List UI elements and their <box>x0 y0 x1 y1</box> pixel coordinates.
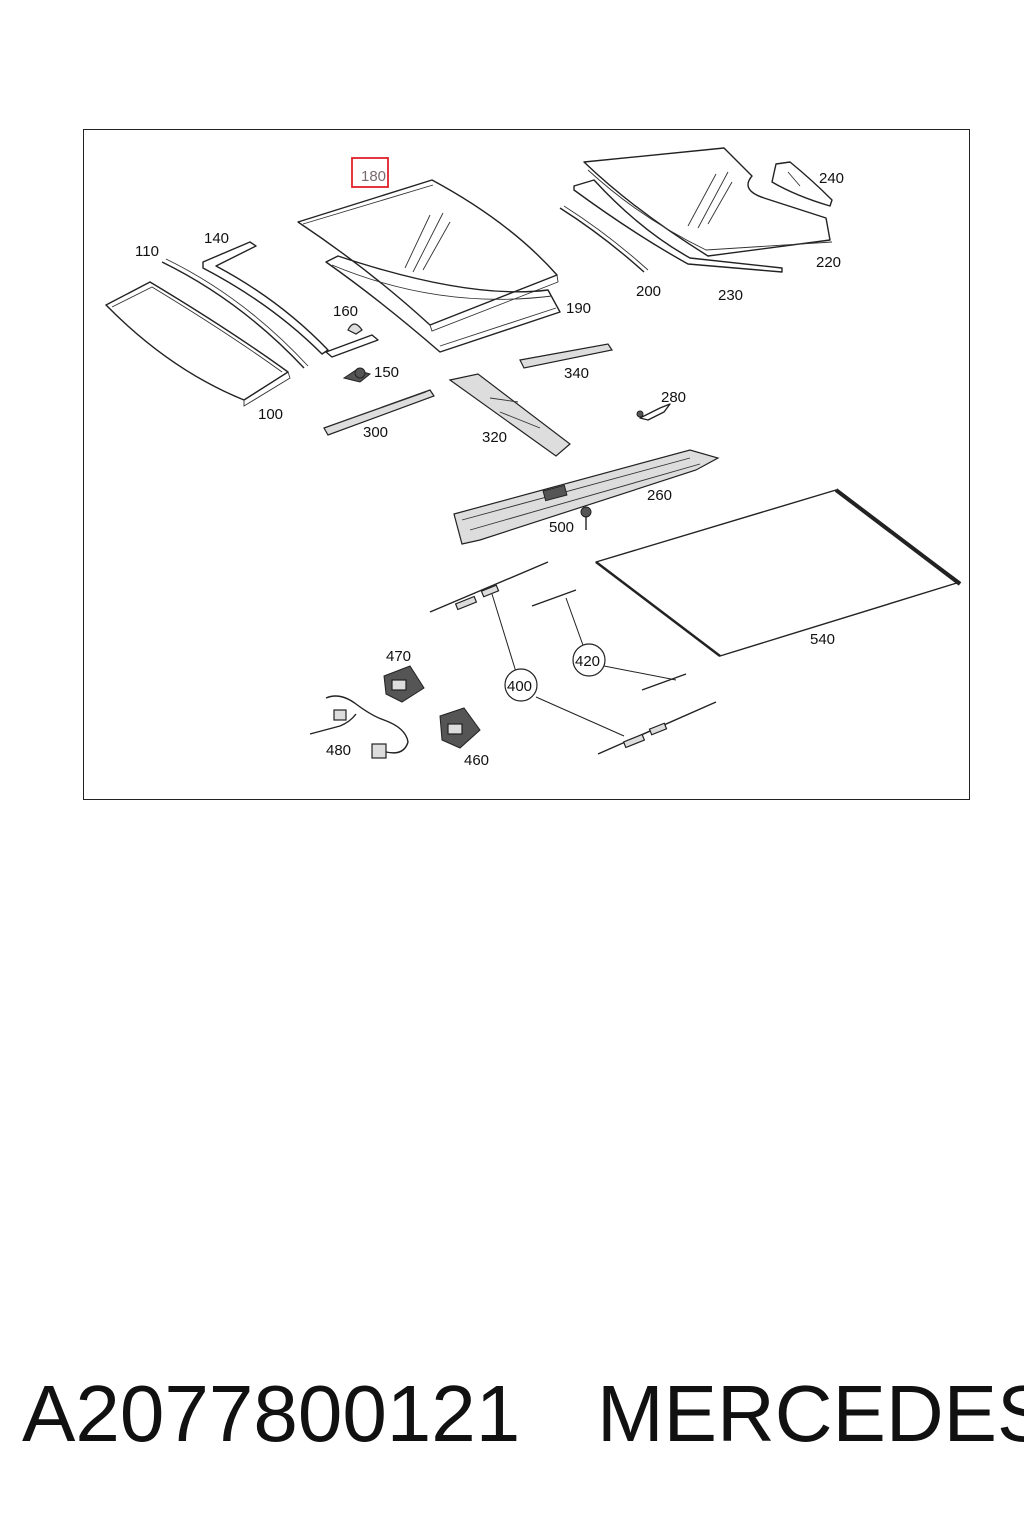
part-240-quarter-glass <box>771 161 833 207</box>
label-160: 160 <box>333 303 358 320</box>
part-140-seal <box>202 241 329 355</box>
label-470: 470 <box>386 648 411 665</box>
part-160-clip <box>325 323 379 358</box>
label-140: 140 <box>204 230 229 247</box>
part-number: A2077800121 <box>22 1369 521 1458</box>
label-150: 150 <box>374 364 399 381</box>
part-200-seal-strip <box>559 205 649 273</box>
part-480-wiring-harness <box>309 695 409 759</box>
label-320: 320 <box>482 429 507 446</box>
callout-circle-420 <box>572 643 606 677</box>
part-340-rail <box>519 343 613 369</box>
label-260: 260 <box>647 487 672 504</box>
footer: A2077800121 MERCEDES <box>0 1368 1024 1478</box>
part-230-seal <box>573 179 783 273</box>
part-300-rail <box>323 389 435 436</box>
label-240: 240 <box>819 170 844 187</box>
label-190: 190 <box>566 300 591 317</box>
part-180-main-glass <box>297 179 559 332</box>
label-280: 280 <box>661 389 686 406</box>
label-100: 100 <box>258 406 283 423</box>
part-110-trim-strip <box>161 258 309 369</box>
label-300: 300 <box>363 424 388 441</box>
label-400: 400 <box>507 678 532 695</box>
label-500: 500 <box>549 519 574 536</box>
label-220: 220 <box>816 254 841 271</box>
label-540: 540 <box>810 631 835 648</box>
part-150-spring <box>342 367 372 383</box>
callout-circle-400 <box>504 668 538 702</box>
label-460: 460 <box>464 752 489 769</box>
part-420-cable-ends <box>531 589 687 691</box>
label-180: 180 <box>361 168 386 185</box>
part-260-frame-rail <box>453 449 720 545</box>
part-220-rear-glass <box>583 147 833 257</box>
label-110: 110 <box>135 243 159 260</box>
part-100-glass-panel <box>105 281 291 407</box>
label-480: 480 <box>326 742 351 759</box>
label-200: 200 <box>636 283 661 300</box>
part-280-hinge <box>636 403 671 421</box>
part-400-cables <box>429 561 717 755</box>
part-320-bracket <box>448 373 571 457</box>
part-470-motor <box>383 665 425 703</box>
part-460-motor <box>439 707 481 749</box>
brand-name: MERCEDES <box>597 1369 1024 1458</box>
label-420: 420 <box>575 653 600 670</box>
label-340: 340 <box>564 365 589 382</box>
highlight-box <box>351 157 389 188</box>
part-500-screw <box>580 506 592 530</box>
label-230: 230 <box>718 287 743 304</box>
part-540-sunshade <box>595 488 962 657</box>
exploded-roof-diagram: 110 140 180 160 190 100 150 300 320 340 … <box>105 147 962 769</box>
diagram-frame <box>83 129 970 800</box>
part-190-frame <box>325 255 561 353</box>
